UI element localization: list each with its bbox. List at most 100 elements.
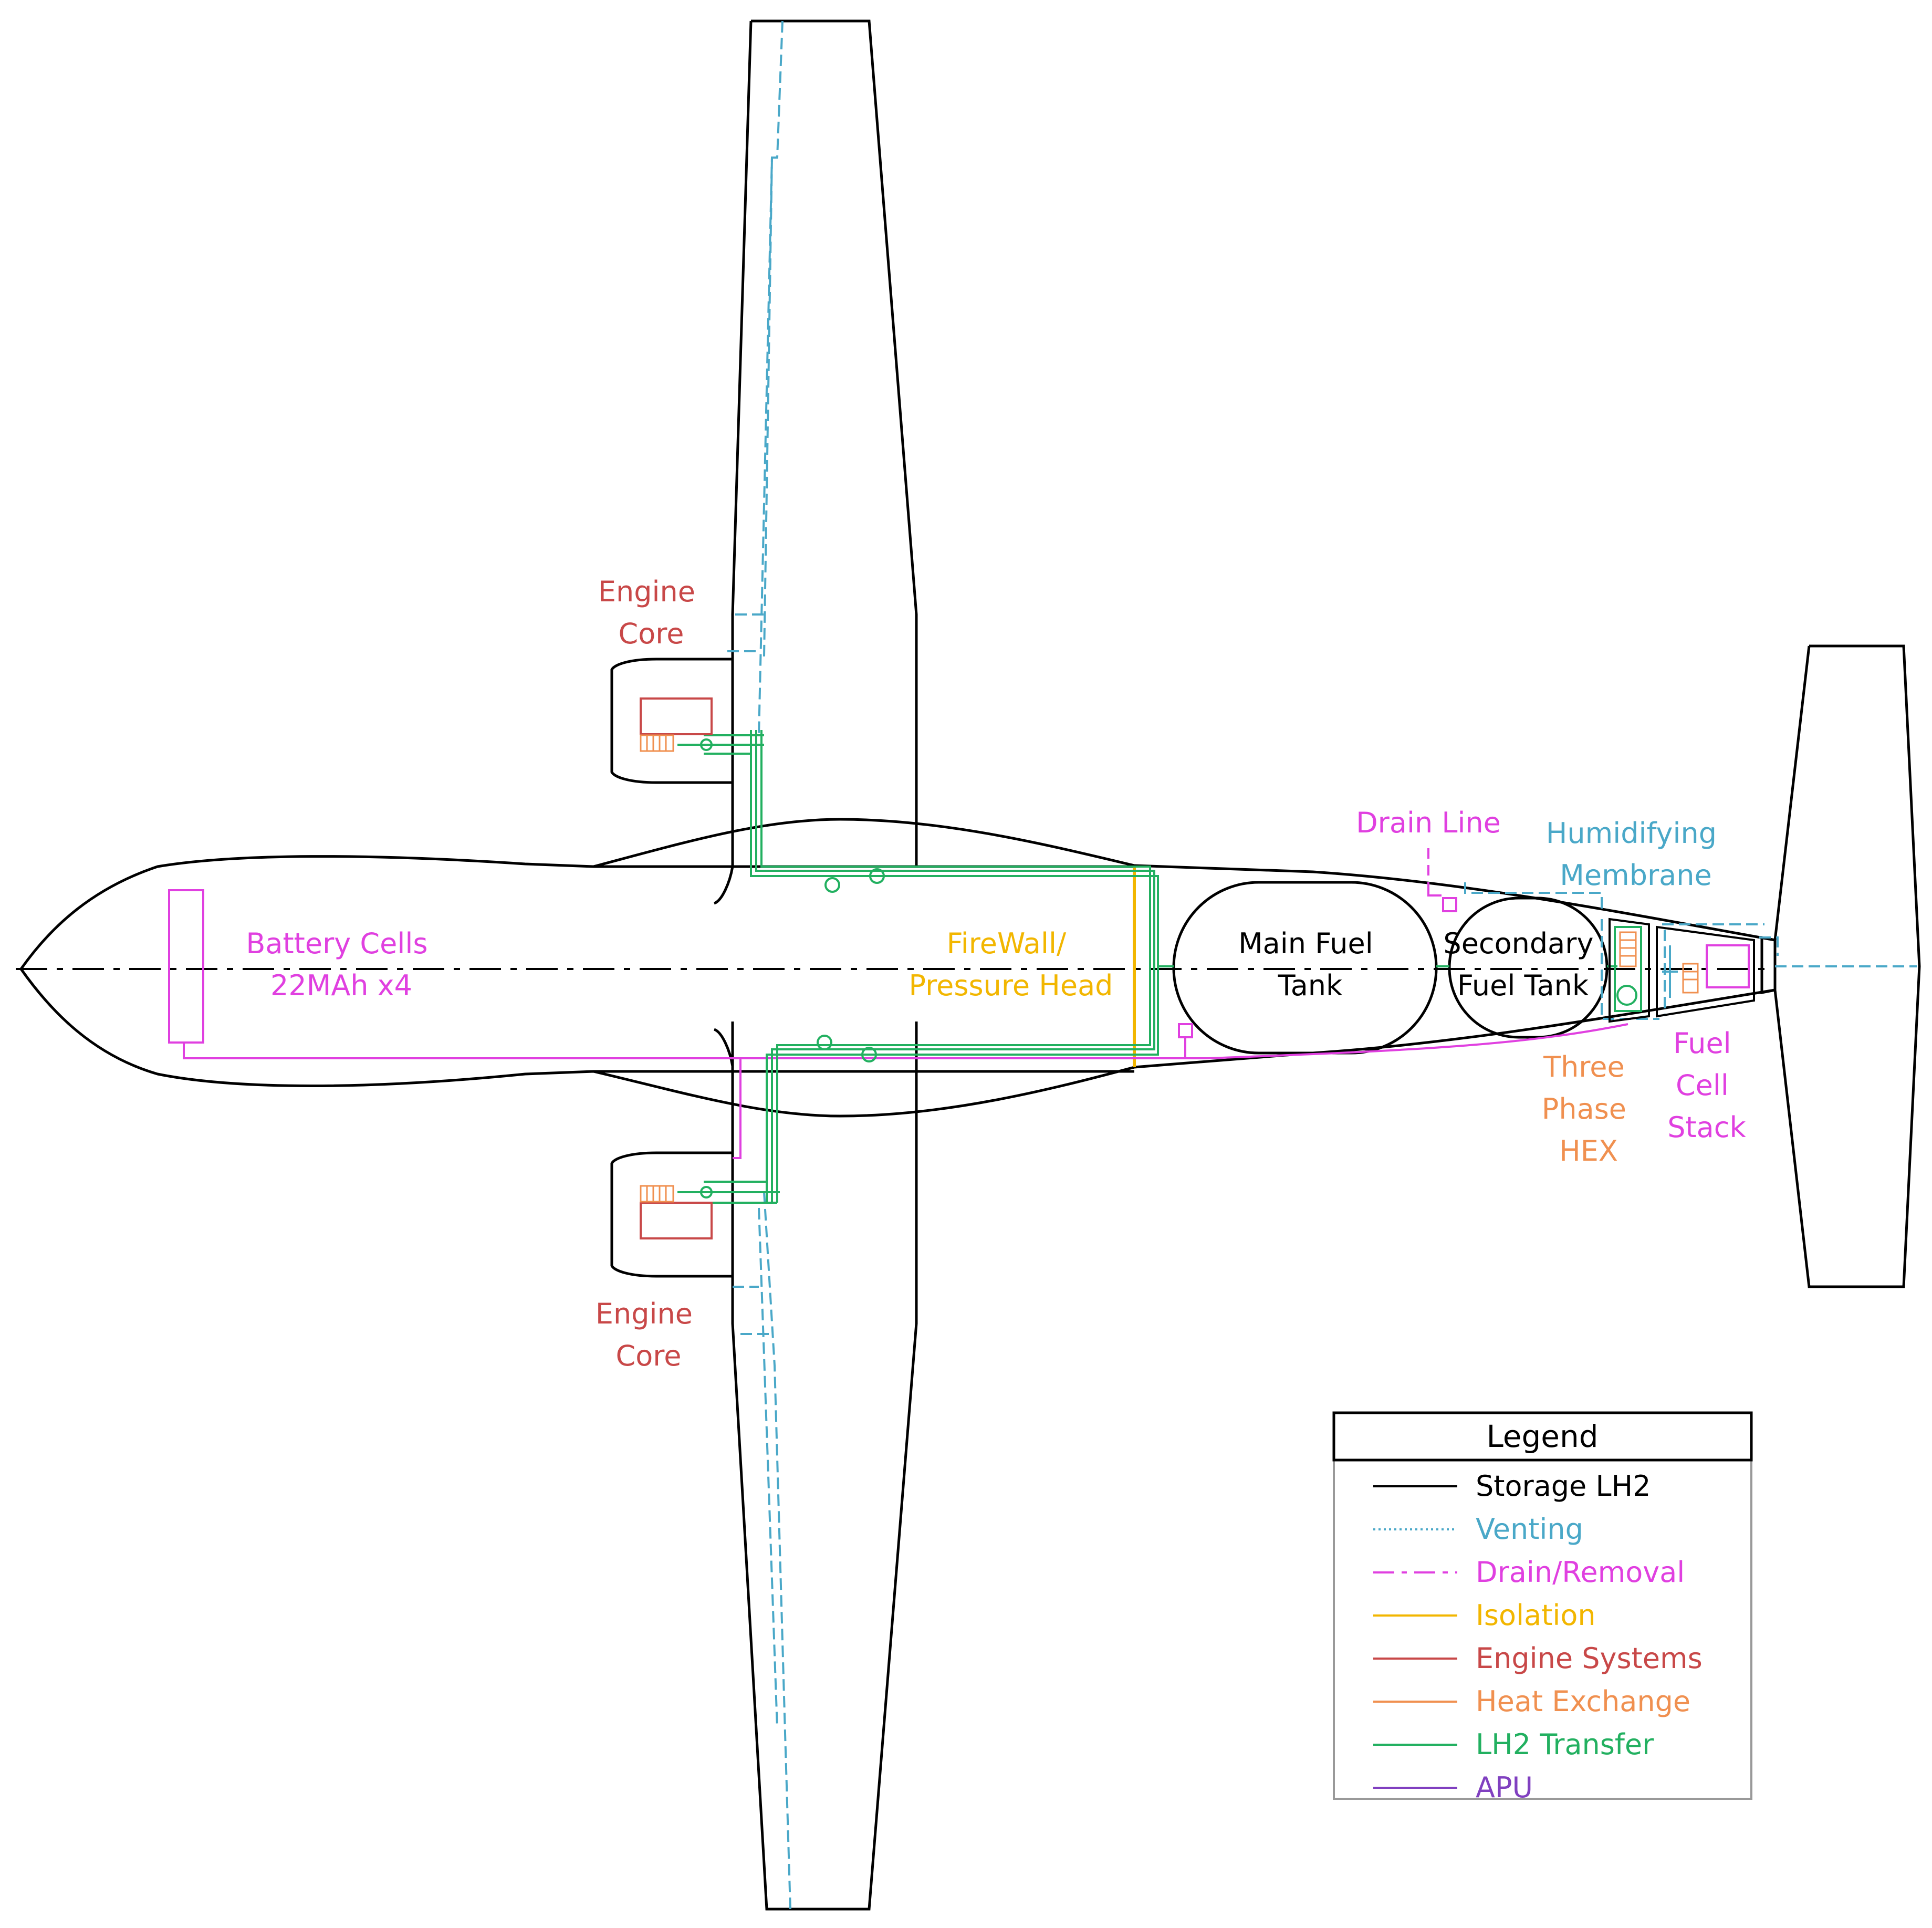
fuel-cell-line2: Cell [1676,1069,1729,1102]
nacelle-lower-arc [713,1028,734,1067]
pump-engine-upper [700,738,713,751]
transfer-upper-inner [760,730,1151,1203]
battery-label: Battery Cells 22MAh x4 [246,927,436,1002]
humidifying-line1: Humidifying [1546,817,1717,850]
legend: Legend Storage LH2VentingDrain/RemovalIs… [1332,1411,1753,1804]
fuselage [19,818,1777,1118]
three-phase-line1: Three [1543,1050,1625,1083]
fuel-cell-line1: Fuel [1673,1027,1731,1060]
engine-core-bottom-line2: Core [616,1339,682,1372]
fuel-cell-stack-block [1706,944,1750,988]
labels: Engine Core Engine Core Battery Cells 22… [246,575,1746,1372]
drain-lines [183,848,1628,1159]
secondary-tank-line1: Secondary [1443,927,1593,960]
legend-label-venting: Venting [1476,1513,1583,1546]
legend-row-isolation: Isolation [1373,1599,1596,1632]
firewall-line1: FireWall/ [947,927,1067,960]
wing-lower [731,1022,918,1911]
drain-line-label: Drain Line [1356,806,1501,839]
aft-compartments [1609,918,1755,1023]
three-phase-line2: Phase [1542,1092,1626,1125]
main-tank-line1: Main Fuel [1238,927,1373,960]
firewall-label: FireWall/ Pressure Head [909,927,1113,1002]
main-fuel-tank [1172,881,1438,1055]
fuel-cell-compartment [1656,925,1755,1018]
vent-lines [727,20,1917,1910]
drain-main-line [183,1023,1628,1059]
legend-title: Legend [1486,1419,1598,1454]
pump-lower-2 [861,1047,877,1062]
tanks [1172,881,1609,1055]
engine-core-top-line1: Engine [598,575,695,608]
tail-plane [1773,644,1921,1288]
hex-housing [1614,926,1642,1012]
firewall-line2: Pressure Head [909,969,1113,1002]
vent-tail-box [1759,936,1779,956]
pump-upper-2 [869,868,885,884]
tail-cone [1760,935,1776,995]
vent-aft-lower [1601,919,1659,1020]
battery-line1: Battery Cells [246,927,427,960]
hex-compartment [1609,918,1650,1023]
legend-label-apu: APU [1476,1771,1533,1804]
legend-label-storage-lh2: Storage LH2 [1476,1470,1651,1503]
legend-label-engine-systems: Engine Systems [1476,1642,1703,1675]
main-tank-label: Main Fuel Tank [1238,927,1382,1002]
secondary-fuel-tank [1448,897,1609,1039]
engine-core-top-line2: Core [619,617,684,650]
pump-upper-1 [824,877,840,893]
transfer-upper-outer [750,730,1159,1203]
heat-exchanger-lower [640,1185,674,1203]
legend-row-lh2-transfer: LH2 Transfer [1373,1728,1654,1761]
fuel-cell-label: Fuel Cell Stack [1667,1027,1746,1144]
engine-core-bottom-line1: Engine [596,1297,693,1330]
legend-label-heat-exchange: Heat Exchange [1476,1685,1690,1718]
legend-label-lh2-transfer: LH2 Transfer [1476,1728,1654,1761]
vent-aft-upper [1464,882,1603,909]
legend-row-drain-removal: Drain/Removal [1373,1556,1685,1589]
drain-branch-left [733,1057,742,1159]
engine-systems [640,697,713,1239]
fuel-cell-line3: Stack [1667,1111,1746,1144]
secondary-tank-label: Secondary Fuel Tank [1443,927,1602,1002]
nacelle-lower [610,1151,733,1278]
engine-core-bottom-label: Engine Core [596,1297,702,1372]
vent-upper-wing [758,20,784,736]
legend-title-box [1332,1411,1753,1462]
humidifying-line2: Membrane [1560,859,1711,892]
pump-engine-lower [700,1186,713,1199]
battery-line2: 22MAh x4 [270,969,412,1002]
legend-items: Storage LH2VentingDrain/RemovalIsolation… [1373,1470,1703,1804]
engine-core-block-upper [640,697,713,735]
three-phase-line3: HEX [1559,1134,1618,1168]
legend-row-heat-exchange: Heat Exchange [1373,1685,1690,1718]
pump-hex [1616,985,1637,1006]
transfer-lines [677,730,1642,1204]
legend-label-drain-removal: Drain/Removal [1476,1556,1685,1589]
vent-lower-wing [763,1192,791,1910]
wing-upper [731,19,918,867]
legend-label-isolation: Isolation [1476,1599,1596,1632]
drain-valve-upper [1442,897,1457,912]
fuel-cell-hex-block [1682,963,1699,994]
heat-exchanger-upper [640,734,674,752]
secondary-tank-line2: Fuel Tank [1457,969,1589,1002]
nacelle-upper-arc [713,866,734,905]
legend-row-apu: APU [1373,1771,1533,1804]
drain-box-upper [1427,885,1442,897]
legend-row-engine-systems: Engine Systems [1373,1642,1703,1675]
legend-row-venting: Venting [1373,1513,1583,1546]
drain-valve-lower [1178,1023,1193,1038]
heat-exchangers [640,734,1699,1203]
battery-cells-block [168,889,204,1044]
humidifying-label: Humidifying Membrane [1546,817,1726,892]
legend-box [1333,1412,1752,1800]
main-tank-line2: Tank [1278,969,1343,1002]
engine-core-top-label: Engine Core [598,575,704,650]
transfer-upper-inner2 [755,730,1155,1203]
nacelle-upper [610,658,733,784]
engine-core-block-lower [640,1202,713,1239]
three-phase-label: Three Phase HEX [1542,1050,1635,1168]
pump-lower-1 [817,1035,832,1050]
